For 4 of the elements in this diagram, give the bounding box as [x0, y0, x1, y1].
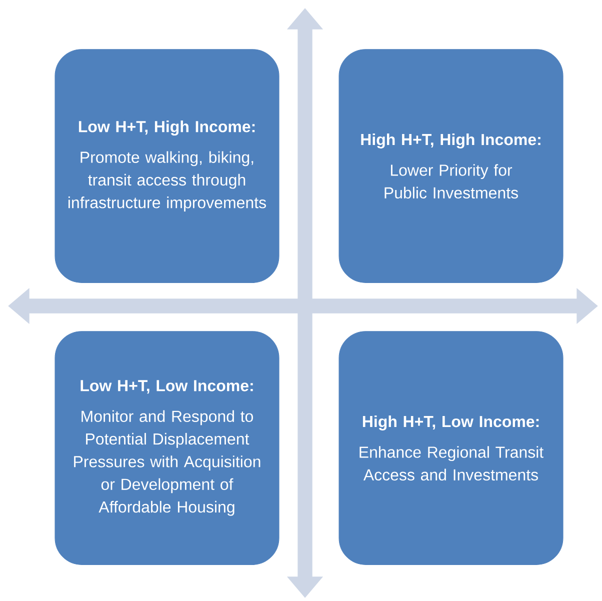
quadrant-box: Low H+T, Low Income: Monitor and Respond to Potential Displacement Pressures with Acquisition or Development of Affordable Housing — [54, 331, 280, 565]
quadrant-box: High H+T, High Income: Lower Priority for Public Investments — [338, 49, 564, 283]
quadrant-box: Low H+T, High Income: Promote walking, biking, transit access through infrastructure improvements — [54, 49, 280, 283]
quadrant-box: High H+T, Low Income: Enhance Regional Transit Access and Investments — [338, 331, 564, 565]
